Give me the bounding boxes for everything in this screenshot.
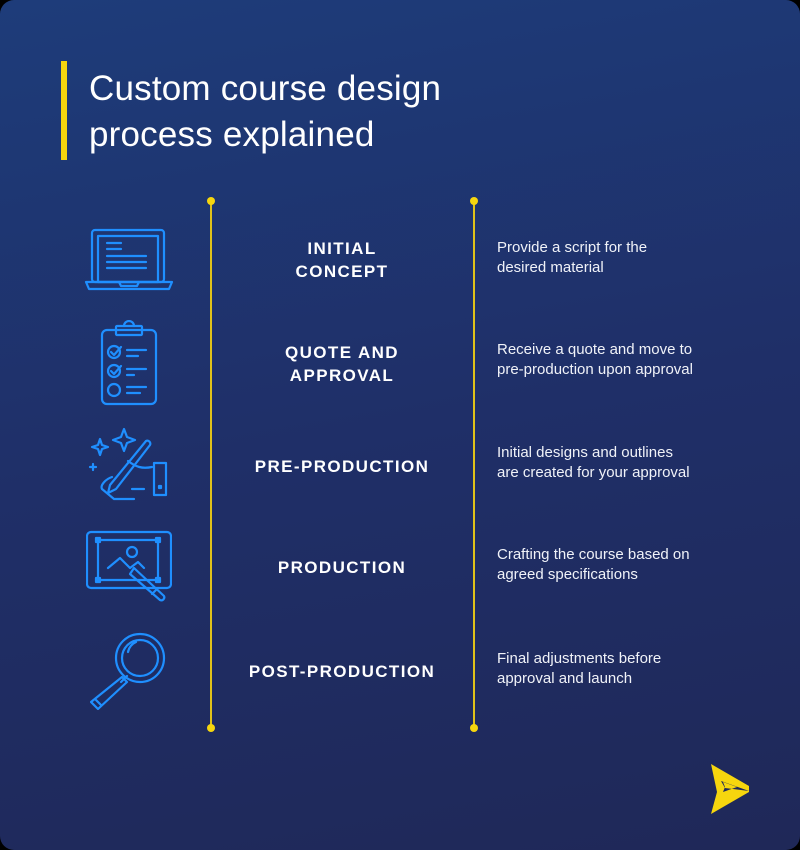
title-line-2: process explained (89, 115, 375, 154)
hand-drawing-sparkles-icon (88, 427, 172, 503)
step-desc-initial-concept: Provide a script for the desired materia… (497, 238, 787, 278)
step-title-quote-and-approval: QUOTE AND APPROVAL (222, 341, 462, 387)
step-title-production: PRODUCTION (222, 556, 462, 579)
step-desc-pre-production: Initial designs and outlines are created… (497, 443, 787, 483)
step-title-line: QUOTE AND (285, 343, 399, 362)
step-title-line: CONCEPT (295, 262, 389, 281)
image-editing-tablet-icon (86, 530, 172, 606)
step-desc-post-production: Final adjustments before approval and la… (497, 649, 787, 689)
step-desc-line: desired material (497, 259, 604, 276)
step-desc-line: are created for your approval (497, 464, 690, 481)
step-title-line: APPROVAL (289, 366, 395, 385)
step-title-post-production: POST-PRODUCTION (222, 660, 462, 683)
step-desc-quote-and-approval: Receive a quote and move to pre-producti… (497, 340, 787, 380)
step-desc-line: agreed specifications (497, 566, 638, 583)
timeline-line-right (473, 201, 475, 728)
step-title-initial-concept: INITIAL CONCEPT (222, 237, 462, 283)
title-line-1: Custom course design (89, 69, 442, 108)
step-desc-line: Initial designs and outlines (497, 444, 673, 461)
step-desc-production: Crafting the course based on agreed spec… (497, 545, 787, 585)
timeline-dot-left-top (207, 197, 215, 205)
step-desc-line: approval and launch (497, 670, 633, 687)
step-title-line: INITIAL (307, 239, 377, 258)
step-desc-line: Crafting the course based on (497, 546, 690, 563)
timeline-dot-right-bottom (470, 724, 478, 732)
timeline-line-left (210, 201, 212, 728)
step-title-line: POST-PRODUCTION (248, 662, 436, 681)
timeline-dot-right-top (470, 197, 478, 205)
step-desc-line: Final adjustments before (497, 650, 662, 667)
step-title-line: PRODUCTION (277, 558, 407, 577)
laptop-icon (84, 228, 174, 292)
clipboard-checklist-icon (100, 320, 158, 406)
timeline-dot-left-bottom (207, 724, 215, 732)
step-desc-line: Provide a script for the (497, 239, 648, 256)
step-title-line: PRE-PRODUCTION (254, 457, 430, 476)
step-desc-line: Receive a quote and move to (497, 341, 693, 358)
page-title: Custom course design process explained (89, 66, 441, 158)
title-accent-bar (61, 61, 67, 160)
magnifying-glass-icon (90, 632, 170, 710)
arrow-cursor-logo-icon (707, 762, 751, 821)
step-title-pre-production: PRE-PRODUCTION (222, 455, 462, 478)
step-desc-line: pre-production upon approval (497, 361, 693, 378)
